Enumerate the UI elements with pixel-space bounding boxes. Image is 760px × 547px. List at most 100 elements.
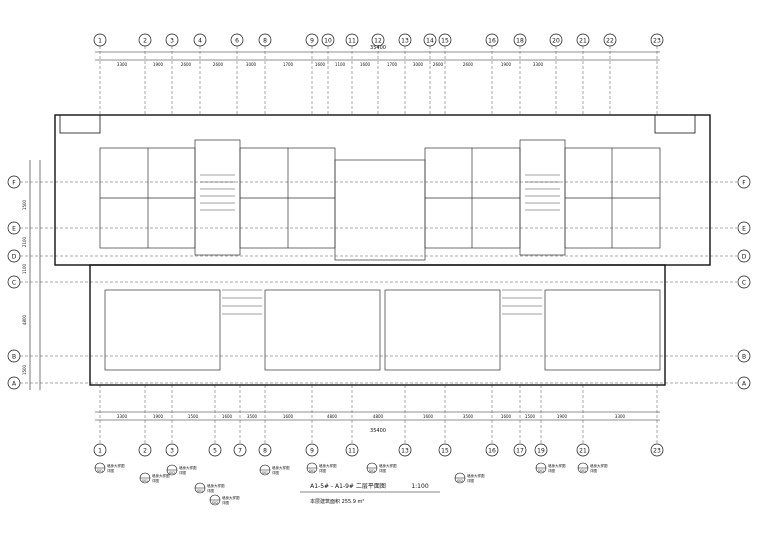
callout-label: 墙身大样图	[207, 483, 225, 488]
callout-label: 墙身大样图	[152, 473, 170, 478]
dimension-text: 1900	[153, 62, 164, 67]
frame-lines	[29, 51, 660, 421]
grid-label: 20	[552, 38, 560, 45]
grid-label: 22	[606, 38, 614, 45]
grid-label: 2	[143, 38, 147, 45]
dimension-text: 1600	[315, 62, 326, 67]
dimension-text: 3300	[533, 62, 544, 67]
grid-label: B	[742, 354, 746, 361]
grid-label: 16	[488, 38, 496, 45]
grid-label: E	[12, 226, 16, 233]
callout-sheet: S01	[538, 469, 544, 473]
dimension-text: 1900	[153, 414, 164, 419]
callout-label: 详图	[467, 478, 475, 483]
grid-label: 23	[653, 448, 661, 455]
grid-label: F	[12, 180, 16, 187]
drawing-title: A1-5# - A1-9# 二层平面图	[310, 483, 386, 490]
callout-label: 墙身大样图	[222, 495, 240, 500]
dimension-text: 1900	[557, 414, 568, 419]
dimension-text: 3000	[246, 62, 257, 67]
grid-label: 18	[516, 38, 524, 45]
dimension-text: 4800	[22, 314, 27, 325]
dimension-text: 3300	[117, 414, 128, 419]
grid-bubble-bottom: 9	[305, 385, 319, 457]
grid-label: 9	[310, 38, 314, 45]
dimension-text: 3300	[117, 62, 128, 67]
callout-sheet: S01	[369, 469, 375, 473]
callout-sheet: S02	[457, 479, 463, 483]
grid-label: 15	[441, 448, 449, 455]
callout-label: 墙身大样图	[319, 463, 337, 468]
grid-label: 1	[98, 448, 102, 455]
grid-bubble-top: 12	[371, 33, 385, 115]
grid-bubble-top: 10	[321, 33, 335, 115]
grid-bubble-bottom: 16	[485, 385, 499, 457]
grid-label: D	[12, 254, 17, 261]
callout-sheet: S01	[197, 489, 203, 493]
grid-bubble-top: 16	[485, 33, 499, 115]
grid-label: 11	[348, 448, 356, 455]
area-note: 本层建筑面积 255.9 m²	[310, 498, 364, 505]
grid-label: A	[12, 381, 17, 388]
grid-label: C	[12, 280, 16, 287]
grid-label: 3	[170, 38, 174, 45]
grid-bubble-top: 3	[165, 33, 179, 115]
callout-label: 详图	[207, 488, 214, 493]
grid-bubble-top: 4	[193, 33, 207, 115]
grid-bubble-top: 15	[438, 33, 452, 115]
dimension-text: 1100	[22, 263, 27, 274]
dimension-text: 1100	[335, 62, 346, 67]
callout-label: 详图	[272, 470, 280, 475]
callout-label: 详图	[319, 468, 327, 473]
stair-hatch	[200, 174, 560, 315]
interior-walls	[99, 139, 661, 371]
callout-label: 墙身大样图	[590, 463, 608, 468]
dimension-text: 4800	[327, 414, 338, 419]
callout-label: 详图	[179, 470, 186, 475]
dimension-text: 3500	[247, 414, 258, 419]
grid-label: 12	[374, 38, 382, 45]
dimension-text: 2600	[433, 62, 444, 67]
grid-label: 2	[143, 448, 147, 455]
dimension-text: 3500	[463, 414, 474, 419]
grid-label: 21	[579, 38, 587, 45]
grid-label: 19	[537, 448, 545, 455]
grid-bubble-top: 21	[576, 33, 590, 115]
grid-bubble-top: 18	[513, 33, 527, 115]
dimension-text: 1500	[188, 414, 199, 419]
callout-sheet: S01	[262, 471, 268, 475]
callout-sheet: S01	[142, 479, 148, 483]
grid-bubble-bottom: 13	[398, 385, 412, 457]
callout-sheet: S02	[169, 471, 175, 475]
grid-bubble-bottom: 3	[165, 385, 179, 457]
grid-bubble-top: 23	[650, 33, 664, 115]
grid-bubble-top: 20	[549, 33, 563, 115]
grid-bubble-bottom: 1	[93, 385, 107, 457]
dimension-text: 2600	[181, 62, 192, 67]
grid-bubble-top: 6	[230, 33, 244, 115]
grid-label: 23	[653, 38, 661, 45]
grid-bubble-bottom: 23	[650, 385, 664, 457]
grid-bubble-top: 11	[345, 33, 359, 115]
grid-label: 17	[516, 448, 524, 455]
dimension-text: 1600	[283, 414, 294, 419]
grid-bubble-top: 22	[603, 33, 617, 115]
grid-bubble-top: 8	[258, 33, 272, 115]
callout-label: 墙身大样图	[179, 465, 197, 470]
